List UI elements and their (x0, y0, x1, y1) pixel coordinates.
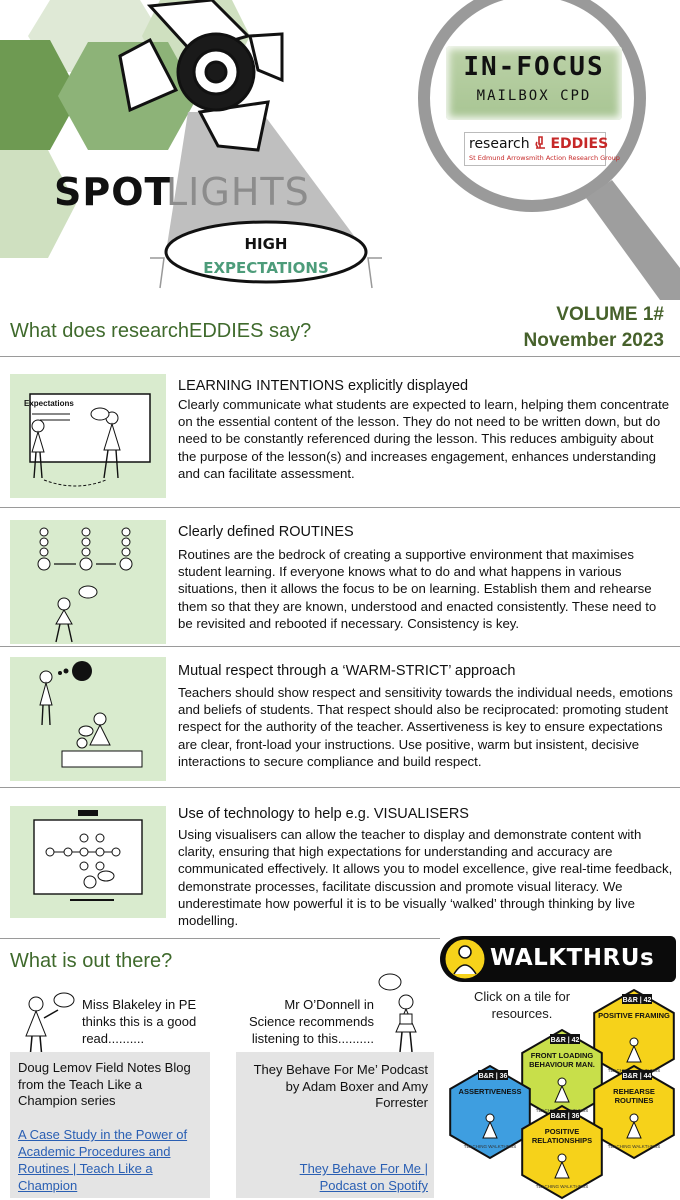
tile-tag-background (478, 1070, 508, 1080)
divider (0, 356, 680, 357)
walkthrus-tiles: B&R | 42 POSITIVE FRAMING TEACHING WALKTHR… (449, 988, 675, 1200)
tile-tag: B&R | 44 (623, 1073, 652, 1080)
recommendation-desc-1: Doug Lemov Field Notes Blog from the Tea… (18, 1060, 191, 1108)
section-title-warm-strict: Mutual respect through a ‘WARM-STRICT’ a… (178, 663, 516, 679)
mailbox-cpd-label: MAILBOX CPD (476, 88, 592, 104)
title-lights: LIGHTS (166, 170, 310, 214)
logo-wordmark: research EDDIES (469, 136, 609, 152)
tile-brand: TEACHING WALKTHRUS (536, 1184, 589, 1189)
volume-date: VOLUME 1# November 2023 (524, 302, 664, 354)
section-title-visualisers: Use of technology to help e.g. VISUALISE… (178, 806, 469, 822)
tile-assertiveness[interactable]: B&R | 36 ASSERTIVENESS TEACHING WALKTHRUS (449, 1064, 531, 1160)
walkthrus-title: WALKTHRUs (490, 945, 655, 971)
recommendation-intro-2: Mr O’Donnell in Science recommends liste… (249, 997, 374, 1046)
logo-subtitle: St Edmund Arrowsmith Action Research Gro… (469, 154, 620, 162)
tile-label-line-2: ROUTINES (615, 1096, 654, 1105)
section-heading-out-there: What is out there? (10, 950, 173, 972)
section-title-learning-intentions: LEARNING INTENTIONS explicitly displayed (178, 378, 469, 394)
tile-hexagon[interactable] (521, 1104, 603, 1200)
tile-hexagon[interactable] (593, 1064, 675, 1160)
tile-hexagon[interactable] (449, 1064, 531, 1160)
tile-label: POSITIVE FRAMING (598, 1011, 670, 1020)
recommendation-card-1 (10, 1052, 210, 1198)
recommendation-card-2 (236, 1052, 434, 1198)
recommendation-link-2[interactable]: They Behave For Me | Podcast on Spotify (299, 1161, 428, 1193)
tile-label: ASSERTIVENESS (459, 1087, 522, 1096)
divider (0, 507, 680, 508)
teacher-science-icon (378, 973, 417, 1053)
teacher-pe-icon (25, 992, 75, 1059)
tile-label: FRONT LOADING (531, 1051, 594, 1060)
tile-brand: TEACHING WALKTHRUS (608, 1144, 661, 1149)
spotlight-icon (118, 0, 284, 152)
tile-figure-icon (482, 1113, 498, 1139)
in-focus-badge: IN-FOCUS MAILBOX CPD (446, 46, 622, 120)
tile-label: REHEARSE (613, 1087, 655, 1096)
divider (0, 787, 680, 788)
walkthrus-logo-icon (442, 936, 488, 982)
tile-figure-icon (554, 1153, 570, 1179)
section-body-learning-intentions: Clearly communicate what students are ex… (178, 397, 670, 481)
visualisers-illustration (10, 806, 166, 918)
learning-intentions-illustration: Expectations (10, 374, 166, 498)
volume-label: VOLUME 1# (556, 304, 664, 325)
section-title-routines: Clearly defined ROUTINES (178, 524, 354, 540)
tile-tag: B&R | 36 (479, 1073, 508, 1080)
date-label: November 2023 (523, 330, 664, 351)
tile-tag-background (622, 994, 652, 1004)
spotlight-ellipse (164, 220, 368, 284)
tile-tag-background (550, 1110, 580, 1120)
divider (0, 938, 440, 939)
divider (0, 646, 680, 647)
routines-illustration (10, 520, 166, 644)
section-body-routines: Routines are the bedrock of creating a s… (178, 547, 657, 631)
theme-line-2: EXPECTATIONS (203, 259, 329, 277)
section-body-visualisers: Using visualisers can allow the teacher … (178, 827, 673, 929)
tile-tag-background (550, 1034, 580, 1044)
recommendation-intro-1: Miss Blakeley in PE thinks this is a goo… (82, 997, 197, 1046)
light-beam (166, 112, 366, 252)
tile-figure-icon (626, 1037, 642, 1063)
warm-strict-illustration (10, 657, 166, 781)
walkthrus-instructions: Click on a tile for resources. (473, 989, 571, 1021)
section-heading-say: What does researchEDDIES say? (10, 320, 312, 342)
tile-figure-icon (554, 1077, 570, 1103)
tile-tag: B&R | 36 (551, 1113, 580, 1120)
theme-line-1: HIGH (244, 235, 288, 253)
tile-tag-background (622, 1070, 652, 1080)
tile-figure-icon (626, 1113, 642, 1139)
tile-tag: B&R | 42 (551, 1037, 580, 1044)
in-focus-title: IN-FOCUS (463, 52, 605, 82)
tile-brand: TEACHING WALKTHRUS (464, 1144, 517, 1149)
tile-label-line-2: BEHAVIOUR MAN. (529, 1060, 595, 1069)
recommendation-desc-2: They Behave For Me’ Podcast by Adam Boxe… (253, 1062, 428, 1110)
title-spot: SPOT (54, 170, 172, 214)
section-body-warm-strict: Teachers should show respect and sensiti… (178, 685, 673, 769)
tile-label-line-2: RELATIONSHIPS (532, 1136, 592, 1145)
recommendation-link-1[interactable]: A Case Study in the Power of Academic Pr… (18, 1127, 188, 1193)
tile-label: POSITIVE (545, 1127, 580, 1136)
researcheddies-logo: research EDDIES St Edmund Arrowsmith Act… (464, 132, 620, 166)
tile-tag: B&R | 42 (623, 997, 652, 1004)
microscope-icon (535, 136, 546, 149)
expectations-caption: Expectations (24, 399, 74, 408)
